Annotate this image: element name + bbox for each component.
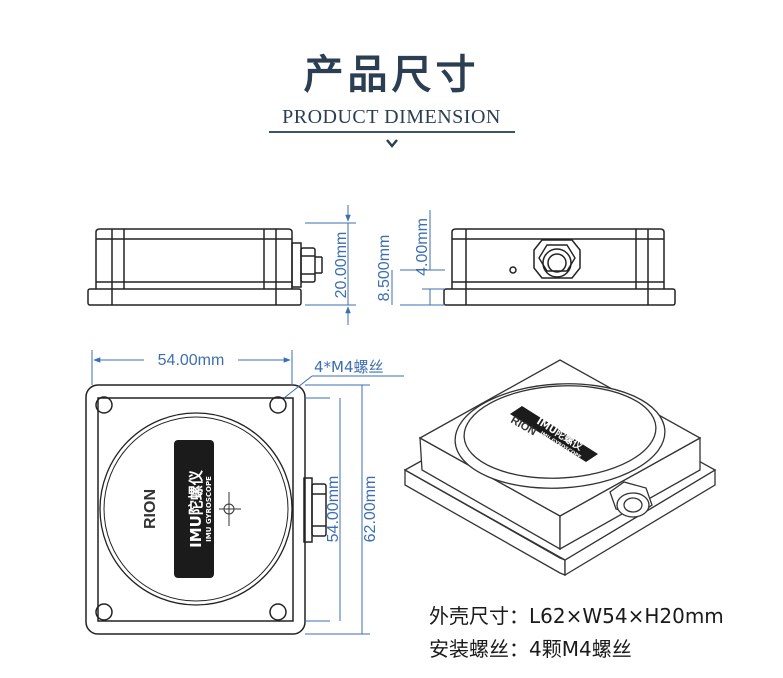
- dim-height-front: [305, 205, 356, 325]
- dim-label-54mm-height: 54.00mm: [325, 476, 342, 543]
- side-view: [443, 228, 676, 306]
- page-subtitle: PRODUCT DIMENSION: [282, 106, 501, 128]
- front-view: [87, 228, 323, 306]
- page-title: 产品尺寸: [303, 51, 480, 98]
- dim-label-54mm-width: 54.00mm: [158, 352, 225, 369]
- label-product-cn: IMU陀螺仪: [187, 469, 205, 548]
- dim-label-62mm: 62.00mm: [362, 476, 379, 543]
- top-view: [85, 384, 327, 635]
- label-product-en: IMU GYROSCOPE: [205, 476, 213, 542]
- axis-icon: [219, 492, 241, 526]
- label-band-iso: [510, 406, 598, 462]
- dim-label-8-5mm: 8.500mm: [376, 235, 393, 302]
- dim-label-20mm: 20.00mm: [333, 232, 350, 299]
- brand-logo-left: RION: [142, 489, 159, 529]
- label-band: [174, 440, 214, 578]
- title-underline: [269, 131, 515, 133]
- dim-side: [391, 210, 445, 306]
- spec-housing-size: 外壳尺寸：L62×W54×H20mm: [429, 604, 724, 628]
- spec-mounting-screws: 安装螺丝：4颗M4螺丝: [429, 637, 632, 661]
- dim-label-4mm: 4.00mm: [414, 218, 431, 276]
- dim-top: [91, 350, 404, 635]
- isometric-view: [403, 359, 717, 577]
- dim-label-screws: 4*M4螺丝: [314, 358, 384, 376]
- chevron-down-icon: [386, 139, 398, 148]
